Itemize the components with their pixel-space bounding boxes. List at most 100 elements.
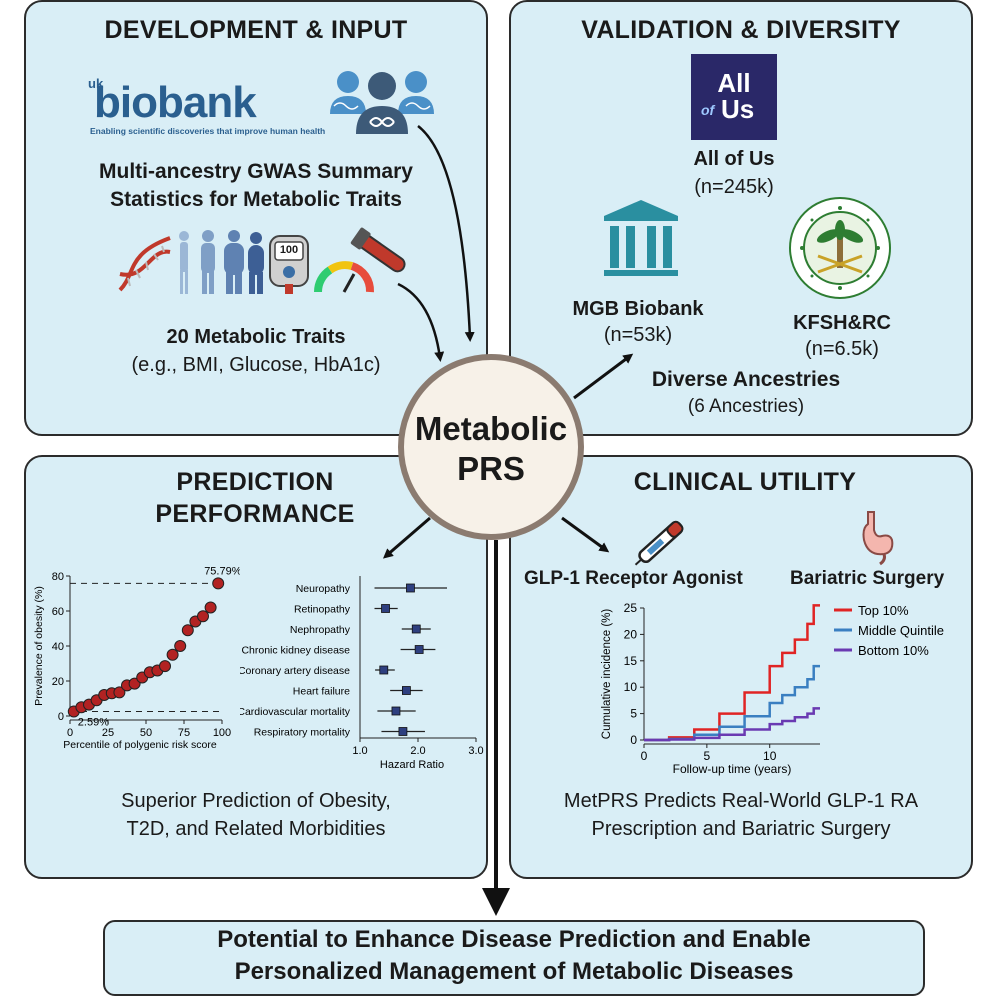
pred-title-line2: PERFORMANCE <box>155 500 355 528</box>
data-point <box>197 610 209 623</box>
y-tick-label: 5 <box>630 707 637 721</box>
series-line-2 <box>644 707 820 742</box>
pred-title-line1: PREDICTION <box>176 468 334 496</box>
x-tick-label: 5 <box>704 749 711 763</box>
x-axis-label: Follow-up time (years) <box>673 762 792 776</box>
y-tick-label: 60 <box>52 606 64 618</box>
data-point <box>166 648 179 661</box>
clin-title: CLINICAL UTILITY <box>633 468 857 496</box>
ancestries-n: (6 Ancestries) <box>687 396 805 417</box>
body-size-icon <box>179 230 264 294</box>
y-tick-label: 80 <box>52 571 64 583</box>
clin-summary-line1: MetPRS Predicts Real-World GLP-1 RA <box>563 790 919 812</box>
x-tick-label: 100 <box>213 727 231 739</box>
y-tick-label: 10 <box>624 680 638 694</box>
x-tick-label: 25 <box>102 727 114 739</box>
hazard-ratio-point <box>411 624 421 634</box>
hba1c-gauge-icon <box>313 227 406 293</box>
hazard-ratio-point <box>391 706 401 716</box>
data-point <box>113 686 126 699</box>
people-dna-icon <box>330 71 434 134</box>
pen-injector-icon <box>634 520 684 566</box>
y-tick-label: 20 <box>624 627 638 641</box>
forest-row-label: Nephropathy <box>290 624 351 636</box>
mgb-n: (n=53k) <box>603 324 673 346</box>
forest-row-label: Heart failure <box>293 686 350 698</box>
clinical-panel <box>509 455 973 879</box>
y-tick-label: 0 <box>630 733 637 747</box>
arrow-prs-to-clinical <box>561 516 610 553</box>
kfsh-seal-icon <box>789 197 891 299</box>
allofus-logo-of: of <box>701 102 715 118</box>
bottom-line1: Potential to Enhance Disease Prediction … <box>217 926 811 953</box>
dna-icon <box>118 236 171 292</box>
center-line1: Metabolic <box>414 410 568 447</box>
mgb-name: MGB Biobank <box>572 298 704 320</box>
data-point <box>159 660 171 673</box>
uk-biobank-logo: uk biobank Enabling scientific discoveri… <box>86 74 325 138</box>
pred-summary-line2: T2D, and Related Morbidities <box>126 818 386 840</box>
metabolic-prs-circle: Metabolic PRS <box>398 354 584 540</box>
center-line2: PRS <box>457 450 525 487</box>
x-tick-label: 3.0 <box>468 745 483 757</box>
val-title: VALIDATION & DIVERSITY <box>581 16 901 44</box>
hazard-ratio-point <box>381 604 390 613</box>
arrow-prs-to-validation <box>573 353 634 400</box>
y-tick-label: 25 <box>624 601 638 615</box>
forest-row-label: Chronic kidney disease <box>241 645 350 657</box>
logo-biobank-text: biobank <box>94 78 257 127</box>
forest-row-label: Coronary artery disease <box>240 665 350 677</box>
annotation-min: 2.59% <box>78 716 109 728</box>
logo-uk-text: uk <box>88 76 104 91</box>
allofus-n: (n=245k) <box>694 176 774 198</box>
glp1-label: GLP-1 Receptor Agonist <box>524 568 743 589</box>
y-axis-label: Prevalence of obesity (%) <box>33 586 45 706</box>
y-tick-label: 40 <box>52 641 64 653</box>
arrow-traits-to-prs <box>397 282 445 362</box>
glucometer-icon <box>269 235 309 294</box>
y-tick-label: 15 <box>624 654 638 668</box>
x-tick-label: 0 <box>641 749 648 763</box>
pred-summary-line1: Superior Prediction of Obesity, <box>121 790 391 812</box>
data-point <box>174 640 187 652</box>
x-tick-label: 75 <box>178 727 190 739</box>
hazard-ratio-point <box>379 665 389 675</box>
hazard-ratio-point <box>414 645 424 654</box>
y-tick-label: 0 <box>58 711 64 723</box>
x-tick-label: 2.0 <box>410 745 425 757</box>
ancestries-title: Diverse Ancestries <box>651 368 841 391</box>
glucometer-value: 100 <box>279 244 299 256</box>
data-point <box>181 624 194 637</box>
x-tick-label: 0 <box>67 727 73 739</box>
forest-row-label: Neuropathy <box>296 583 351 595</box>
data-point <box>204 601 217 614</box>
forest-row-label: Cardiovascular mortality <box>240 706 351 718</box>
y-axis-label: Cumulative incidence (%) <box>601 609 613 740</box>
hazard-ratio-point <box>406 583 415 593</box>
forest-row-label: Respiratory mortality <box>254 727 351 739</box>
traits-examples: (e.g., BMI, Glucose, HbA1c) <box>131 354 381 376</box>
arrow-people-to-prs <box>417 125 475 342</box>
institution-icon <box>604 200 678 276</box>
allofus-name: All of Us <box>693 148 775 170</box>
x-tick-label: 10 <box>763 749 777 763</box>
gwas-line1: Multi-ancestry GWAS Summary <box>99 160 413 183</box>
y-tick-label: 20 <box>52 676 64 688</box>
legend-label-2: Bottom 10% <box>858 643 929 658</box>
allofus-logo: All of Us <box>691 54 777 140</box>
annotation-max: 75.79% <box>204 565 240 577</box>
forest-row-label: Retinopathy <box>294 604 351 616</box>
allofus-logo-us: Us <box>721 94 755 124</box>
gwas-line2: Statistics for Metabolic Traits <box>110 188 402 211</box>
dev-title: DEVELOPMENT & INPUT <box>104 16 408 44</box>
bariatric-label: Bariatric Surgery <box>790 568 945 589</box>
legend-label-0: Top 10% <box>858 603 909 618</box>
arrow-prs-to-prediction <box>382 516 431 559</box>
data-point <box>212 577 225 590</box>
x-tick-label: 50 <box>140 727 152 739</box>
x-axis-label: Hazard Ratio <box>380 759 444 768</box>
traits-title: 20 Metabolic Traits <box>166 326 346 348</box>
